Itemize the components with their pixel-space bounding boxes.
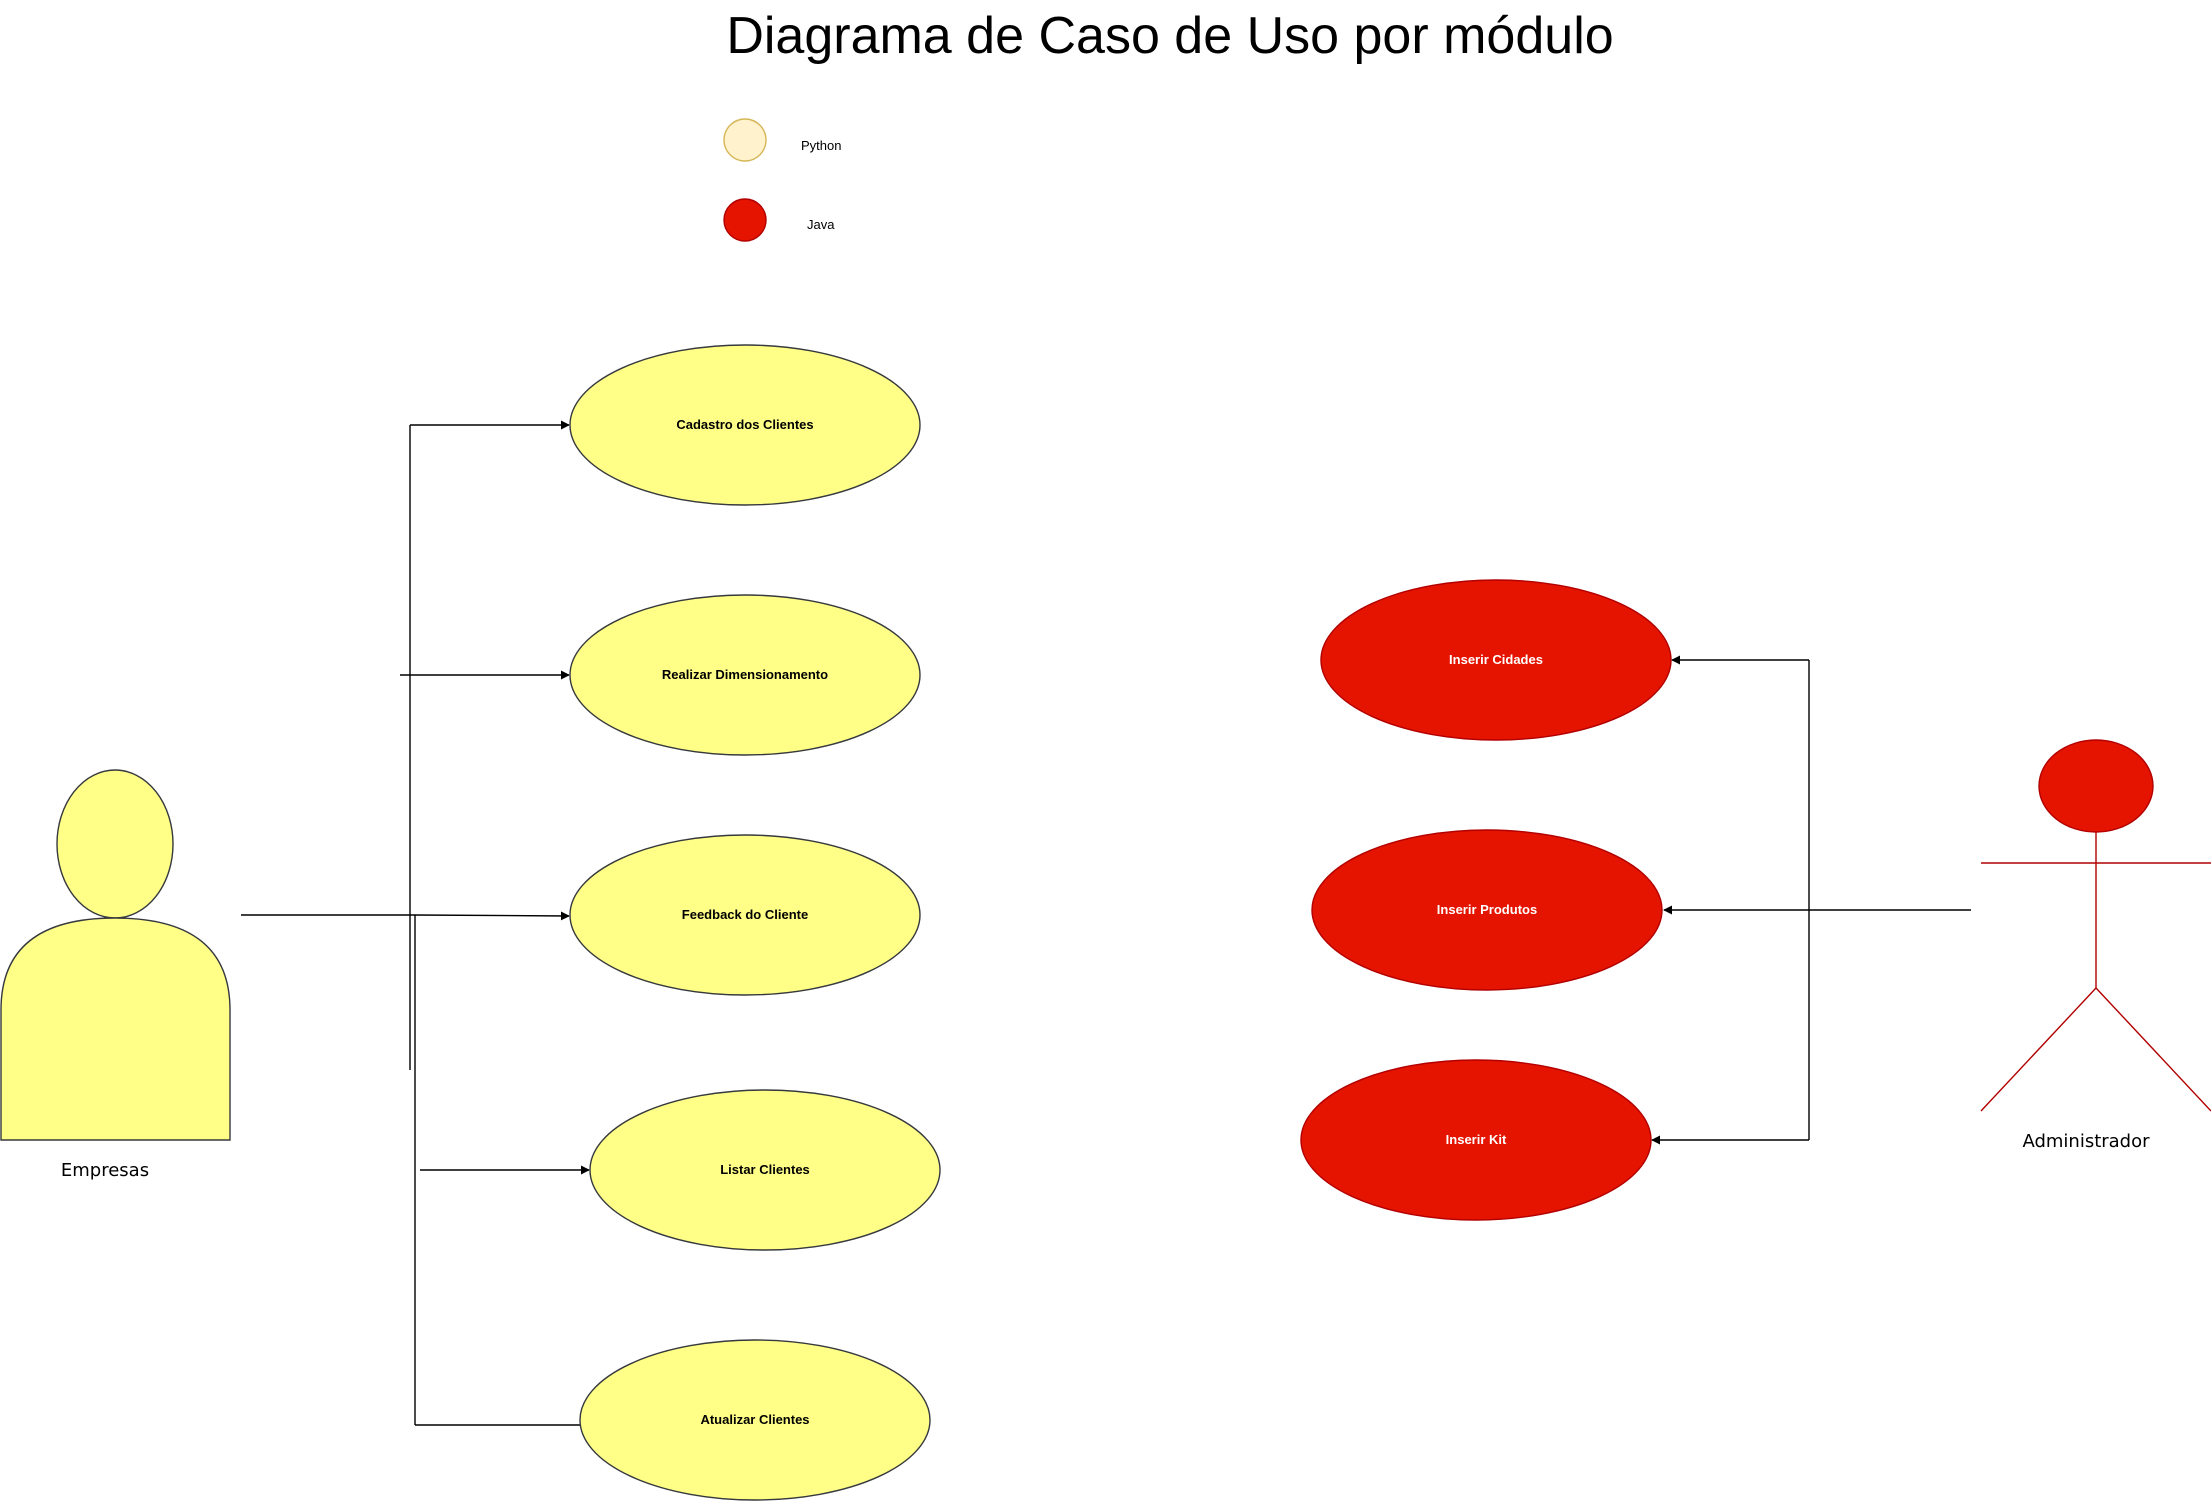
use-case-realizar-dimensionamento[interactable]: Realizar Dimensionamento [569, 594, 921, 756]
actor-administrador-left-leg [1980, 987, 2097, 1112]
actor-administrador-head [2038, 739, 2154, 833]
use-case-inserir-cidades[interactable]: Inserir Cidades [1320, 579, 1672, 741]
actor-empresas-label: Empresas [61, 1160, 149, 1181]
use-case-cadastro-dos-clientes[interactable]: Cadastro dos Clientes [569, 344, 921, 506]
administrador-connectors [1651, 655, 1971, 1145]
use-case-label: Atualizar Clientes [700, 1412, 809, 1427]
actor-empresas-head [56, 769, 174, 919]
use-case-shape [1300, 1059, 1652, 1221]
use-case-shape [589, 1089, 941, 1251]
actor-empresas[interactable]: Empresas [0, 769, 231, 1181]
use-case-label: Listar Clientes [720, 1162, 810, 1177]
use-case-feedback-do-cliente[interactable]: Feedback do Cliente [569, 834, 921, 996]
use-case-listar-clientes[interactable]: Listar Clientes [589, 1089, 941, 1251]
legend-java-swatch [723, 198, 767, 242]
use-case-label: Inserir Cidades [1449, 652, 1543, 667]
use-case-label: Realizar Dimensionamento [662, 667, 828, 682]
connector-feedback [414, 911, 570, 921]
use-case-inserir-kit[interactable]: Inserir Kit [1300, 1059, 1652, 1221]
legend-java-label: Java [807, 217, 835, 232]
actor-empresas-body [0, 917, 231, 1141]
use-case-atualizar-clientes[interactable]: Atualizar Clientes [579, 1339, 931, 1501]
use-case-label: Cadastro dos Clientes [676, 417, 813, 432]
use-case-shape [579, 1339, 931, 1501]
use-case-shape [1320, 579, 1672, 741]
use-case-label: Inserir Produtos [1437, 902, 1537, 917]
use-case-label: Inserir Kit [1446, 1132, 1507, 1147]
use-case-label: Feedback do Cliente [682, 907, 808, 922]
use-case-shape [569, 834, 921, 996]
use-case-shape [569, 594, 921, 756]
legend-python-label: Python [801, 138, 841, 153]
diagram-title: Diagrama de Caso de Uso por módulo [726, 7, 1613, 65]
use-case-shape [1311, 829, 1663, 991]
empresas-connectors [241, 420, 590, 1430]
actor-administrador-right-leg [2095, 987, 2211, 1112]
actor-administrador[interactable]: Administrador [1980, 739, 2211, 1152]
use-case-shape [569, 344, 921, 506]
legend-python-swatch [723, 118, 767, 162]
use-case-inserir-produtos[interactable]: Inserir Produtos [1311, 829, 1663, 991]
legend: Python Java [723, 118, 841, 242]
actor-administrador-label: Administrador [2022, 1131, 2150, 1152]
